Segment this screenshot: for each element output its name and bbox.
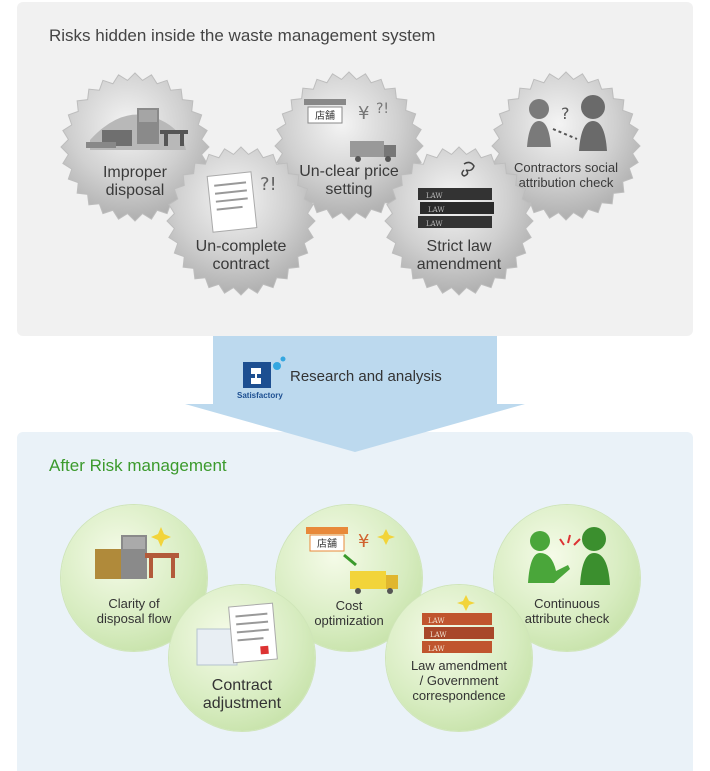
law-books-icon: LAW LAW LAW	[418, 161, 494, 228]
circle-label-line: attribute check	[524, 610, 610, 626]
document-icon: ?!	[206, 171, 277, 233]
circle-label-line: Continuous	[534, 596, 600, 611]
logo-text: Satisfactory	[237, 391, 283, 400]
disposal-items-icon	[95, 527, 179, 579]
risk-unclear-price: 店舗 ¥ ?! Un-clear price setting	[274, 71, 424, 221]
circle-label-line: optimization	[314, 612, 384, 628]
law-text: LAW	[428, 645, 445, 653]
circle-label-line: correspondence	[412, 687, 506, 703]
qmark-text: ?	[561, 104, 570, 123]
circle-label-line: adjustment	[202, 695, 282, 713]
seal-label-line: disposal	[105, 182, 165, 200]
circle-label-line: Cost	[335, 598, 363, 613]
law-text: LAW	[426, 220, 443, 228]
law-books-icon: LAW LAW LAW	[422, 595, 494, 653]
seal-label-line: contract	[212, 256, 270, 274]
circle-label-line: disposal flow	[96, 610, 172, 626]
shop-sign-text: 店舗	[315, 109, 335, 122]
law-text: LAW	[426, 192, 443, 200]
seal-label-line: attribution check	[518, 174, 614, 190]
handshake-icon	[528, 527, 610, 585]
risk-improper-disposal: Improper disposal	[60, 72, 210, 222]
down-arrow	[185, 336, 525, 452]
research-analysis-label: Research and analysis	[290, 368, 442, 385]
circle-label-line: Clarity of	[108, 596, 160, 611]
seal-label-line: Improper	[102, 164, 168, 181]
law-text: LAW	[430, 631, 447, 639]
seal-label-line: amendment	[416, 256, 502, 274]
risks-title: Risks hidden inside the waste management…	[49, 26, 436, 45]
yen-text: ¥	[358, 531, 369, 552]
risk-uncomplete-contract: ?! Un-complete contract	[166, 146, 316, 296]
after-risk-title: After Risk management	[49, 456, 227, 475]
seal-label-line: Un-clear price	[299, 163, 399, 180]
satisfactory-logo: Satisfactory	[237, 356, 286, 400]
shop-yen-truck-icon: 店舗 ¥	[306, 527, 398, 594]
two-people-icon: ?	[527, 95, 607, 151]
disposal-items-icon	[86, 108, 188, 150]
seal-label-line: setting	[325, 181, 373, 199]
risk-strict-law: LAW LAW LAW Strict law amendment	[384, 146, 534, 296]
shop-sign-text: 店舗	[317, 537, 337, 550]
qmark-text: ?!	[260, 174, 277, 195]
seal-label-line: Un-complete	[195, 238, 287, 255]
result-law-amendment: LAW LAW LAW Law amendment / Government c…	[386, 585, 532, 731]
circle-label-line: Contract	[211, 677, 273, 694]
shop-yen-truck-icon: 店舗 ¥ ?!	[304, 99, 396, 162]
seal-label-line: Contractors social	[513, 160, 619, 175]
yen-text: ¥	[358, 103, 369, 124]
documents-icon	[196, 602, 278, 666]
law-text: LAW	[428, 617, 445, 625]
circle-label-line: Law amendment	[410, 658, 508, 673]
qmark-text: ?!	[376, 101, 389, 117]
circle-label-line: / Government	[419, 672, 499, 688]
risk-contractors-check: ? Contractors social attribution check	[491, 71, 641, 221]
result-contract-adjustment: Contract adjustment	[169, 585, 315, 731]
law-text: LAW	[428, 206, 445, 214]
seal-label-line: Strict law	[426, 238, 492, 255]
